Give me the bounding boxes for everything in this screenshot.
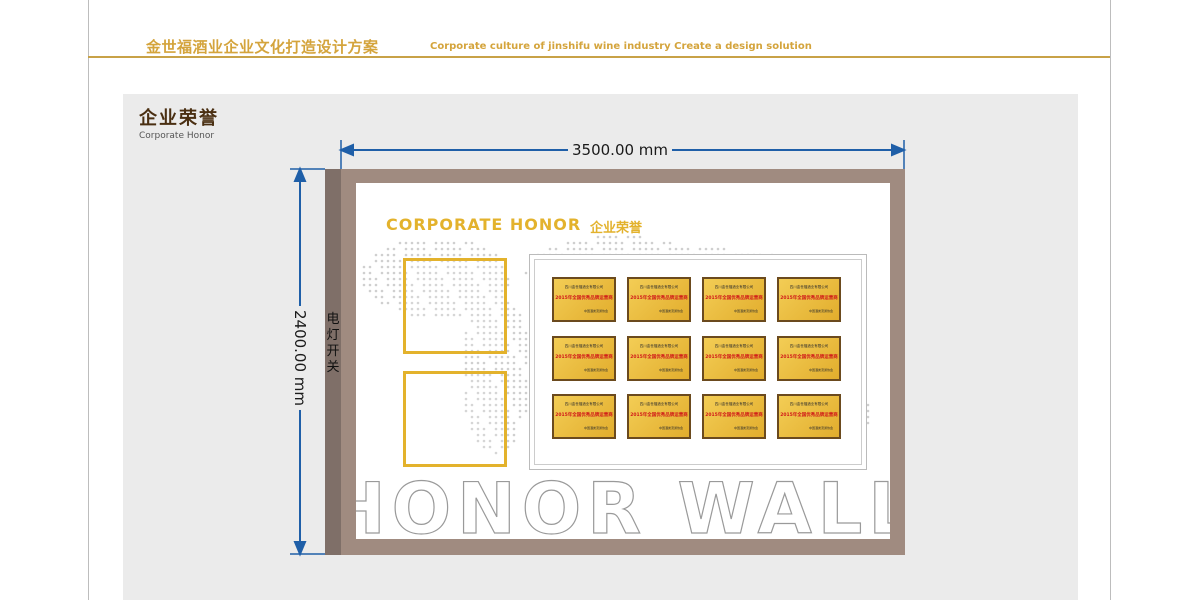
section-title-en: Corporate Honor [139, 131, 215, 141]
plaque-face: 四川金世福酒业有限公司 2015年全国优秀品牌运营商中国酒类流通协会 [629, 279, 689, 320]
plaque-org: 四川金世福酒业有限公司 [714, 344, 754, 348]
plaque-issuer: 中国酒类流通协会 [808, 309, 833, 313]
width-dimension-label: 3500.00 mm [568, 141, 673, 159]
plaque-issuer: 中国酒类流通协会 [658, 368, 683, 372]
honor-plaque: 四川金世福酒业有限公司 2015年全国优秀品牌运营商中国酒类流通协会 [627, 336, 691, 381]
photo-frame-top [403, 258, 507, 354]
plaque-org: 四川金世福酒业有限公司 [714, 402, 754, 406]
plaque-issuer: 中国酒类流通协会 [583, 368, 608, 372]
left-margin-line [88, 0, 89, 600]
plaque-issuer: 中国酒类流通协会 [808, 426, 833, 430]
plaque-org: 四川金世福酒业有限公司 [789, 285, 829, 289]
plaque-org: 四川金世福酒业有限公司 [789, 344, 829, 348]
header-title-en: Corporate culture of jinshifu wine indus… [430, 41, 812, 52]
plaque-face: 四川金世福酒业有限公司 2015年全国优秀品牌运营商中国酒类流通协会 [554, 338, 614, 379]
plaque-org: 四川金世福酒业有限公司 [639, 285, 679, 289]
plaque-issuer: 中国酒类流通协会 [583, 309, 608, 313]
honor-plaque: 四川金世福酒业有限公司 2015年全国优秀品牌运营商中国酒类流通协会 [702, 277, 766, 322]
plaque-award: 2015年全国优秀品牌运营商 [780, 413, 838, 418]
plaque-face: 四川金世福酒业有限公司 2015年全国优秀品牌运营商中国酒类流通协会 [704, 279, 764, 320]
light-switch-label: 电灯开关 [326, 312, 340, 375]
header-rule [88, 56, 1110, 58]
plaque-issuer: 中国酒类流通协会 [733, 309, 758, 313]
plaque-award: 2015年全国优秀品牌运营商 [630, 413, 688, 418]
plaque-org: 四川金世福酒业有限公司 [564, 402, 604, 406]
height-dimension-label: 2400.00 mm [291, 305, 309, 411]
honor-plaque: 四川金世福酒业有限公司 2015年全国优秀品牌运营商中国酒类流通协会 [702, 336, 766, 381]
plaque-award: 2015年全国优秀品牌运营商 [555, 296, 613, 301]
honor-plaque: 四川金世福酒业有限公司 2015年全国优秀品牌运营商中国酒类流通协会 [552, 277, 616, 322]
honor-plaque: 四川金世福酒业有限公司 2015年全国优秀品牌运营商中国酒类流通协会 [552, 336, 616, 381]
plaque-issuer: 中国酒类流通协会 [808, 368, 833, 372]
wall-heading-en: CORPORATE HONOR [386, 215, 582, 234]
plaque-award: 2015年全国优秀品牌运营商 [780, 296, 838, 301]
right-margin-line [1110, 0, 1111, 600]
plaque-award: 2015年全国优秀品牌运营商 [705, 355, 763, 360]
plaque-face: 四川金世福酒业有限公司 2015年全国优秀品牌运营商中国酒类流通协会 [704, 338, 764, 379]
honor-plaque: 四川金世福酒业有限公司 2015年全国优秀品牌运营商中国酒类流通协会 [627, 277, 691, 322]
honor-plaque: 四川金世福酒业有限公司 2015年全国优秀品牌运营商中国酒类流通协会 [702, 394, 766, 439]
plaque-face: 四川金世福酒业有限公司 2015年全国优秀品牌运营商中国酒类流通协会 [779, 396, 839, 437]
plaque-org: 四川金世福酒业有限公司 [714, 285, 754, 289]
plaque-award: 2015年全国优秀品牌运营商 [555, 355, 613, 360]
honor-plaque: 四川金世福酒业有限公司 2015年全国优秀品牌运营商中国酒类流通协会 [777, 394, 841, 439]
plaque-org: 四川金世福酒业有限公司 [564, 285, 604, 289]
plaque-face: 四川金世福酒业有限公司 2015年全国优秀品牌运营商中国酒类流通协会 [554, 279, 614, 320]
honor-plaque: 四川金世福酒业有限公司 2015年全国优秀品牌运营商中国酒类流通协会 [552, 394, 616, 439]
plaque-display-inner [534, 259, 862, 465]
plaque-award: 2015年全国优秀品牌运营商 [555, 413, 613, 418]
photo-frame-bottom [403, 371, 507, 467]
switch-strip [325, 169, 341, 555]
plaque-face: 四川金世福酒业有限公司 2015年全国优秀品牌运营商中国酒类流通协会 [629, 338, 689, 379]
plaque-face: 四川金世福酒业有限公司 2015年全国优秀品牌运营商中国酒类流通协会 [779, 338, 839, 379]
plaque-issuer: 中国酒类流通协会 [658, 309, 683, 313]
honor-wall-text: HONOR WALL [356, 468, 890, 539]
plaque-award: 2015年全国优秀品牌运营商 [630, 355, 688, 360]
plaque-award: 2015年全国优秀品牌运营商 [780, 355, 838, 360]
section-title-cn: 企业荣誉 [139, 108, 219, 129]
plaque-org: 四川金世福酒业有限公司 [639, 344, 679, 348]
plaque-issuer: 中国酒类流通协会 [583, 426, 608, 430]
wall-heading-cn: 企业荣誉 [590, 221, 643, 236]
plaque-issuer: 中国酒类流通协会 [658, 426, 683, 430]
plaque-face: 四川金世福酒业有限公司 2015年全国优秀品牌运营商中国酒类流通协会 [779, 279, 839, 320]
plaque-issuer: 中国酒类流通协会 [733, 368, 758, 372]
plaque-face: 四川金世福酒业有限公司 2015年全国优秀品牌运营商中国酒类流通协会 [704, 396, 764, 437]
plaque-org: 四川金世福酒业有限公司 [564, 344, 604, 348]
plaque-award: 2015年全国优秀品牌运营商 [705, 296, 763, 301]
plaque-org: 四川金世福酒业有限公司 [789, 402, 829, 406]
plaque-award: 2015年全国优秀品牌运营商 [630, 296, 688, 301]
honor-plaque: 四川金世福酒业有限公司 2015年全国优秀品牌运营商中国酒类流通协会 [777, 336, 841, 381]
plaque-face: 四川金世福酒业有限公司 2015年全国优秀品牌运营商中国酒类流通协会 [629, 396, 689, 437]
honor-plaque: 四川金世福酒业有限公司 2015年全国优秀品牌运营商中国酒类流通协会 [777, 277, 841, 322]
plaque-org: 四川金世福酒业有限公司 [639, 402, 679, 406]
header-title-cn: 金世福酒业企业文化打造设计方案 [146, 38, 379, 56]
honor-plaque: 四川金世福酒业有限公司 2015年全国优秀品牌运营商中国酒类流通协会 [627, 394, 691, 439]
plaque-face: 四川金世福酒业有限公司 2015年全国优秀品牌运营商中国酒类流通协会 [554, 396, 614, 437]
plaque-issuer: 中国酒类流通协会 [733, 426, 758, 430]
plaque-award: 2015年全国优秀品牌运营商 [705, 413, 763, 418]
